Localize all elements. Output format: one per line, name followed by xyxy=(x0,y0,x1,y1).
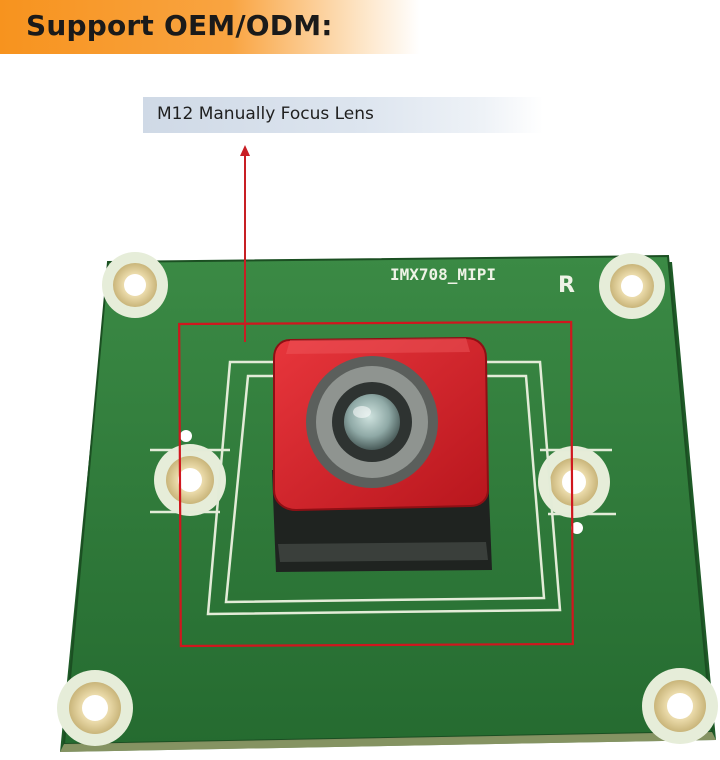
mounting-hole-bottom-left xyxy=(57,670,133,746)
lens-highlight-box xyxy=(178,320,574,648)
camera-module-illustration: IMX708_MIPI R xyxy=(57,145,718,752)
mounting-hole-top-left xyxy=(102,252,168,318)
silkscreen-model: IMX708_MIPI xyxy=(390,265,496,284)
mounting-hole-mid-right xyxy=(538,446,610,518)
banner-title: Support OEM/ODM: xyxy=(26,9,333,42)
callout-arrow xyxy=(240,145,250,342)
mounting-hole-bottom-right xyxy=(642,668,718,744)
title-banner: Support OEM/ODM: xyxy=(0,0,420,54)
pcb-vias xyxy=(180,430,583,534)
lens-callout-label: M12 Manually Focus Lens xyxy=(157,104,374,124)
silkscreen-mark: R xyxy=(558,273,575,298)
m12-lens xyxy=(306,356,438,488)
mounting-hole-top-right xyxy=(599,253,665,319)
mounting-hole-mid-left xyxy=(154,444,226,516)
lens-callout: M12 Manually Focus Lens xyxy=(143,97,543,133)
